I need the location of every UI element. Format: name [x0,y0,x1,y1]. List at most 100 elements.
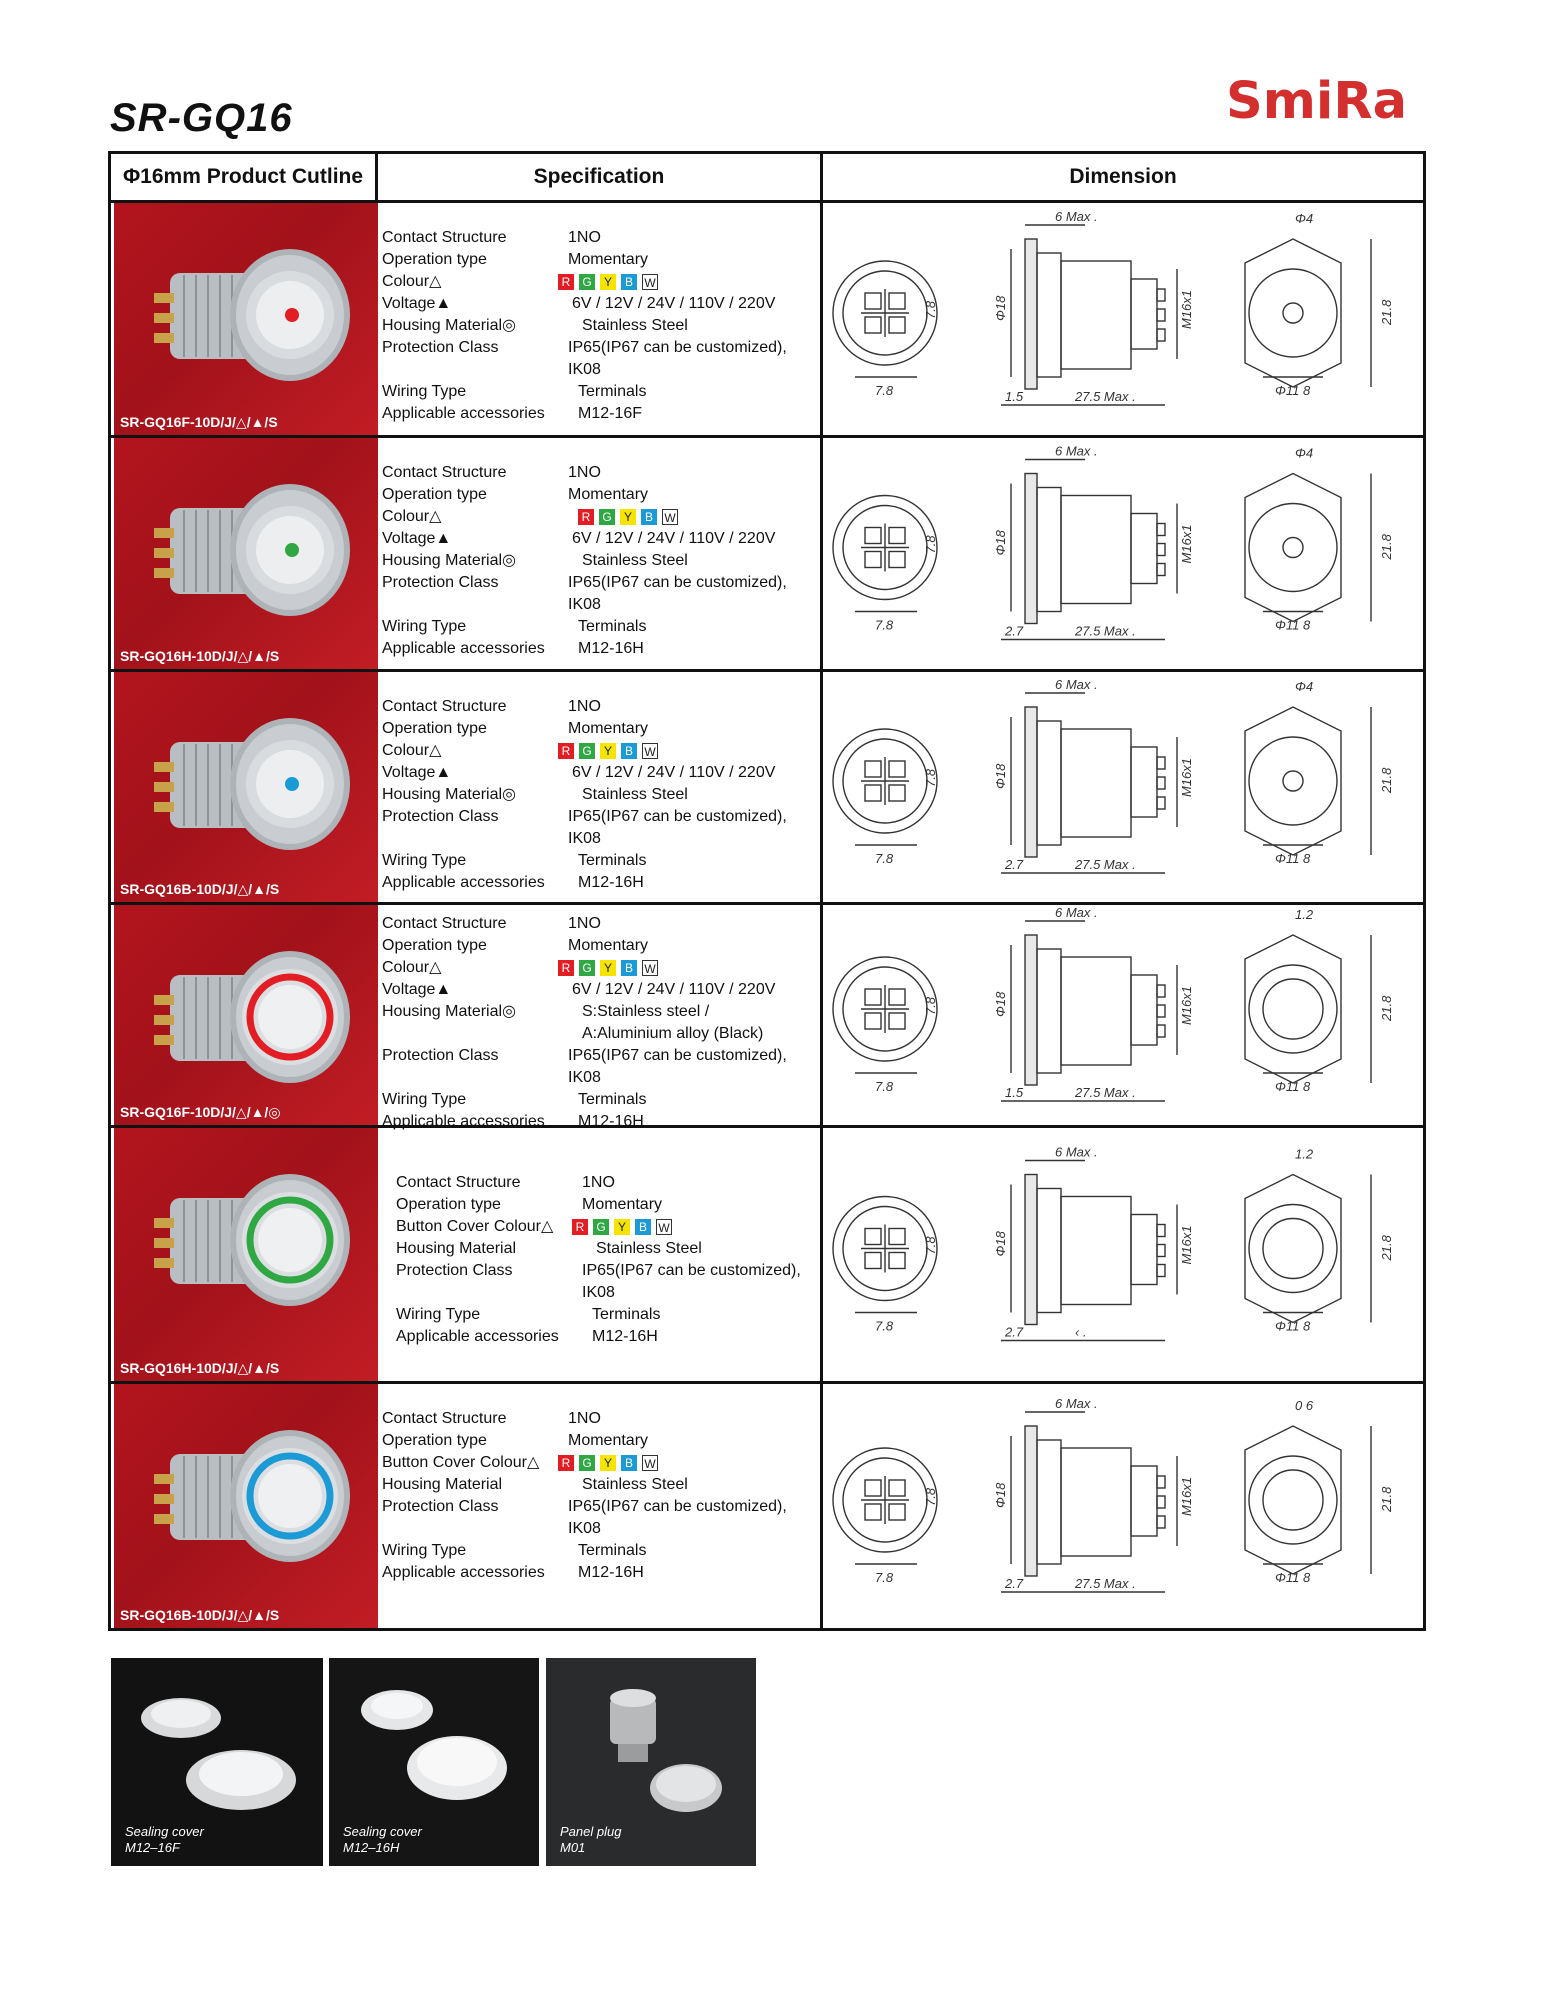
dimension-drawing: 6 Max . 1.2 7.8 7.8 Φ18 M16x1 21.8 Φ11 8… [832,905,1394,1102]
led-ring [246,1452,334,1540]
dim-label: 21.8 [1379,299,1394,326]
dim-label: 27.5 Max . [1074,857,1136,872]
dim-label: 7.8 [923,1236,938,1255]
dim-label: Φ11 8 [1275,851,1311,866]
dim-label: 2.7 [1004,1325,1024,1340]
dim-label: Φ4 [1295,679,1313,694]
dimension-drawing: 6 Max . 0 6 7.8 7.8 Φ18 M16x1 21.8 Φ11 8… [832,1396,1394,1593]
dim-label: Φ11 8 [1275,1319,1311,1334]
product-photo [154,718,350,850]
dim-label: Φ18 [993,295,1008,321]
brand-logo: SmiRa [1226,72,1408,131]
swatch-w: W [656,1218,672,1235]
spec-accessories-label: Applicable accessories [382,1564,545,1581]
col-header-dimension: Dimension [1069,165,1177,188]
swatch-y: Y [600,959,616,976]
dim-label: 27.5 Max . [1074,1085,1136,1100]
dim-label: 7.8 [875,1319,894,1334]
swatch-r: R [572,1218,588,1235]
spec-protection-2-value: IK08 [568,1520,601,1537]
product-image: SR-GQ16F-10D/J/△/▲/S [114,203,378,435]
swatch-g: G [579,273,595,290]
swatch-y: Y [614,1218,630,1235]
spec-wiring-value: Terminals [578,618,647,635]
swatch-g: G [593,1218,609,1235]
product-code: SR-GQ16F-10D/J/△/▲/S [120,414,278,430]
spec-protection-2-value: IK08 [568,1069,601,1086]
swatch-r: R [558,273,574,290]
swatch-w: W [662,508,678,525]
spec-housing-value: Stainless Steel [582,317,688,334]
spec-accessories-value: M12-16F [578,405,643,422]
spec-operation-value: Momentary [568,720,649,737]
dim-label: 7.8 [875,618,894,633]
product-photo [154,249,350,381]
spec-protection-2-value: IK08 [582,1284,615,1301]
product-code: SR-GQ16H-10D/J/△/▲/S [120,648,280,664]
spec-colour-label: Colour△ [382,273,442,290]
spec-contact-value: 1NO [568,915,601,932]
spec-protection-2-value: IK08 [568,596,601,613]
swatch-b: B [621,959,637,976]
dim-label: M16x1 [1179,1225,1194,1264]
terminal-view [832,728,938,834]
dim-label: M16x1 [1179,758,1194,797]
spec-operation-label: Operation type [382,937,487,954]
spec-housing-label: Housing Material [382,1476,503,1493]
dim-label: 2.7 [1004,624,1024,639]
accessory-name: Panel plug [560,1824,622,1839]
panel-plug-image [610,1689,722,1812]
accessory-code: M12–16H [343,1840,400,1855]
dim-label: 27.5 Max . [1074,624,1136,639]
spec-operation-label: Operation type [396,1196,501,1213]
dim-label: 2.7 [1004,857,1024,872]
dimension-cell: 6 Max . Φ4 7.8 7.8 Φ18 M16x1 21.8 Φ11 8 … [825,203,1423,435]
spec-accessories-label: Applicable accessories [382,874,545,891]
led-ring [246,973,334,1061]
dim-label: 2.7 [1004,1576,1024,1591]
spec-operation-value: Momentary [568,486,649,503]
spec-accessories-value: M12-16H [578,874,644,891]
spec-protection-label: Protection Class [382,1047,499,1064]
product-code: SR-GQ16H-10D/J/△/▲/S [120,1360,280,1376]
dim-label: M16x1 [1179,524,1194,563]
spec-housing-label: Housing Material◎ [382,1003,517,1020]
dim-label: 1.5 [1005,1085,1024,1100]
product-photo [154,951,350,1083]
dim-label: M16x1 [1179,290,1194,329]
dim-label: 7.8 [923,300,938,319]
sealing-cover-image [361,1690,507,1800]
spec-housing-label: Housing Material◎ [382,786,517,803]
dim-label: 7.8 [875,1079,894,1094]
spec-wiring-value: Terminals [578,1091,647,1108]
spec-operation-label: Operation type [382,720,487,737]
terminal-view [832,1447,938,1553]
front-view [1244,1173,1342,1324]
swatch-g: G [579,742,595,759]
spec-protection-label: Protection Class [382,808,499,825]
swatch-g: G [579,1454,595,1471]
dimension-drawing: 6 Max . Φ4 7.8 7.8 Φ18 M16x1 21.8 Φ11 8 … [832,444,1394,641]
spec-wiring-value: Terminals [578,1542,647,1559]
spec-housing-value: Stainless Steel [582,552,688,569]
dim-label: 6 Max . [1055,677,1098,692]
led-dot [285,777,299,791]
spec-wiring-label: Wiring Type [382,1091,467,1108]
dim-label: 21.8 [1379,1234,1394,1261]
spec-housing-label: Housing Material◎ [382,317,517,334]
product-image: SR-GQ16H-10D/J/△/▲/S [114,438,378,669]
swatch-w: W [642,742,658,759]
spec-wiring-label: Wiring Type [382,1542,467,1559]
divider [111,902,1423,905]
spec-colour-label: Button Cover Colour△ [382,1454,540,1471]
led-dot [285,543,299,557]
model-title: SR-GQ16 [110,96,293,140]
product-code: SR-GQ16B-10D/J/△/▲/S [120,881,280,897]
